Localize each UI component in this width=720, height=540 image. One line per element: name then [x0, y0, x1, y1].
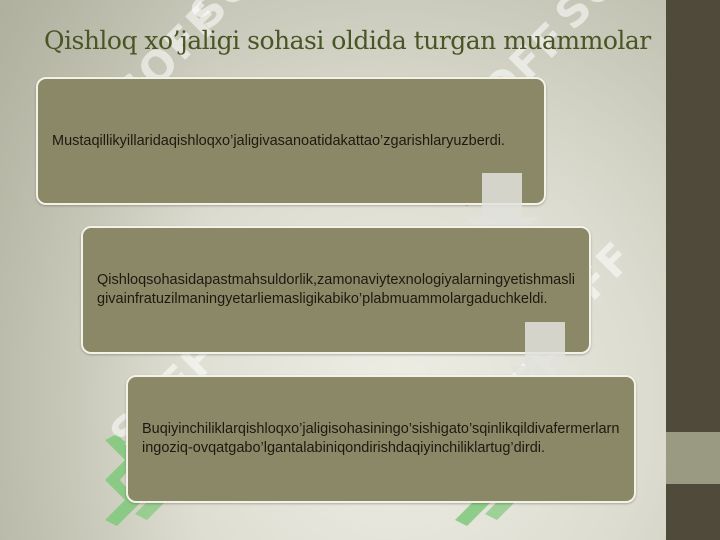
process-step-3: Buqiyinchiliklarqishloqxo’jaligisohasini…: [126, 375, 636, 503]
process-step-2: Qishloqsohasidapastmahsuldorlik,zamonavi…: [81, 226, 591, 354]
slide-title: Qishloq xo’jaligi sohasi oldida turgan m…: [44, 26, 651, 55]
side-accent-block: [666, 432, 720, 484]
process-step-text: Qishloqsohasidapastmahsuldorlik,zamonavi…: [97, 272, 575, 307]
process-step-1: Mustaqillikyillaridaqishloqxo’jaligivasa…: [36, 77, 546, 205]
process-step-text: Buqiyinchiliklarqishloqxo’jaligisohasini…: [142, 421, 620, 456]
process-step-text: Mustaqillikyillaridaqishloqxo’jaligivasa…: [52, 132, 505, 149]
